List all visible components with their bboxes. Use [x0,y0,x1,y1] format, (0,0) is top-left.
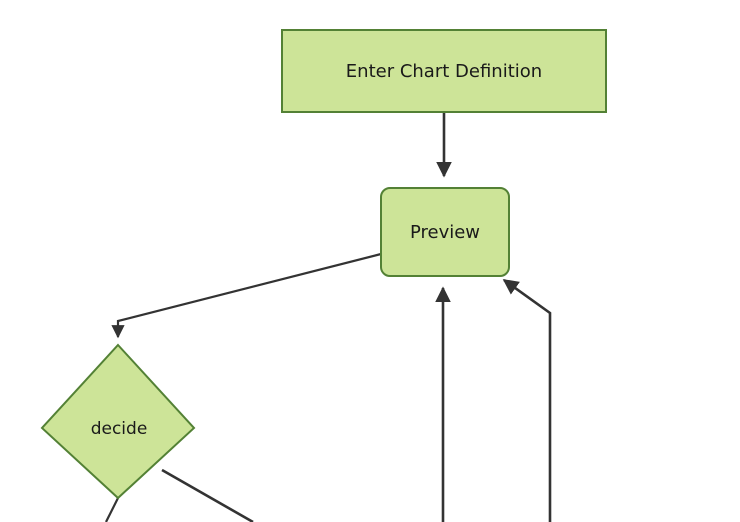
edge-decide-out-right [161,468,254,522]
node-enter-chart-definition-shape[interactable] [281,29,607,113]
edge-decide-out-left [105,497,119,522]
edge-preview-to-decide [111,252,382,339]
node-decide-shape[interactable] [40,343,196,500]
node-preview[interactable]: Preview [380,187,510,277]
edge-into-preview-bottom-right [502,278,552,522]
node-enter-chart-definition[interactable]: Enter Chart Definition [281,29,607,113]
node-layer: Enter Chart Definition Preview decide [40,29,607,500]
edge-layer [105,112,552,522]
node-preview-shape[interactable] [380,187,510,277]
